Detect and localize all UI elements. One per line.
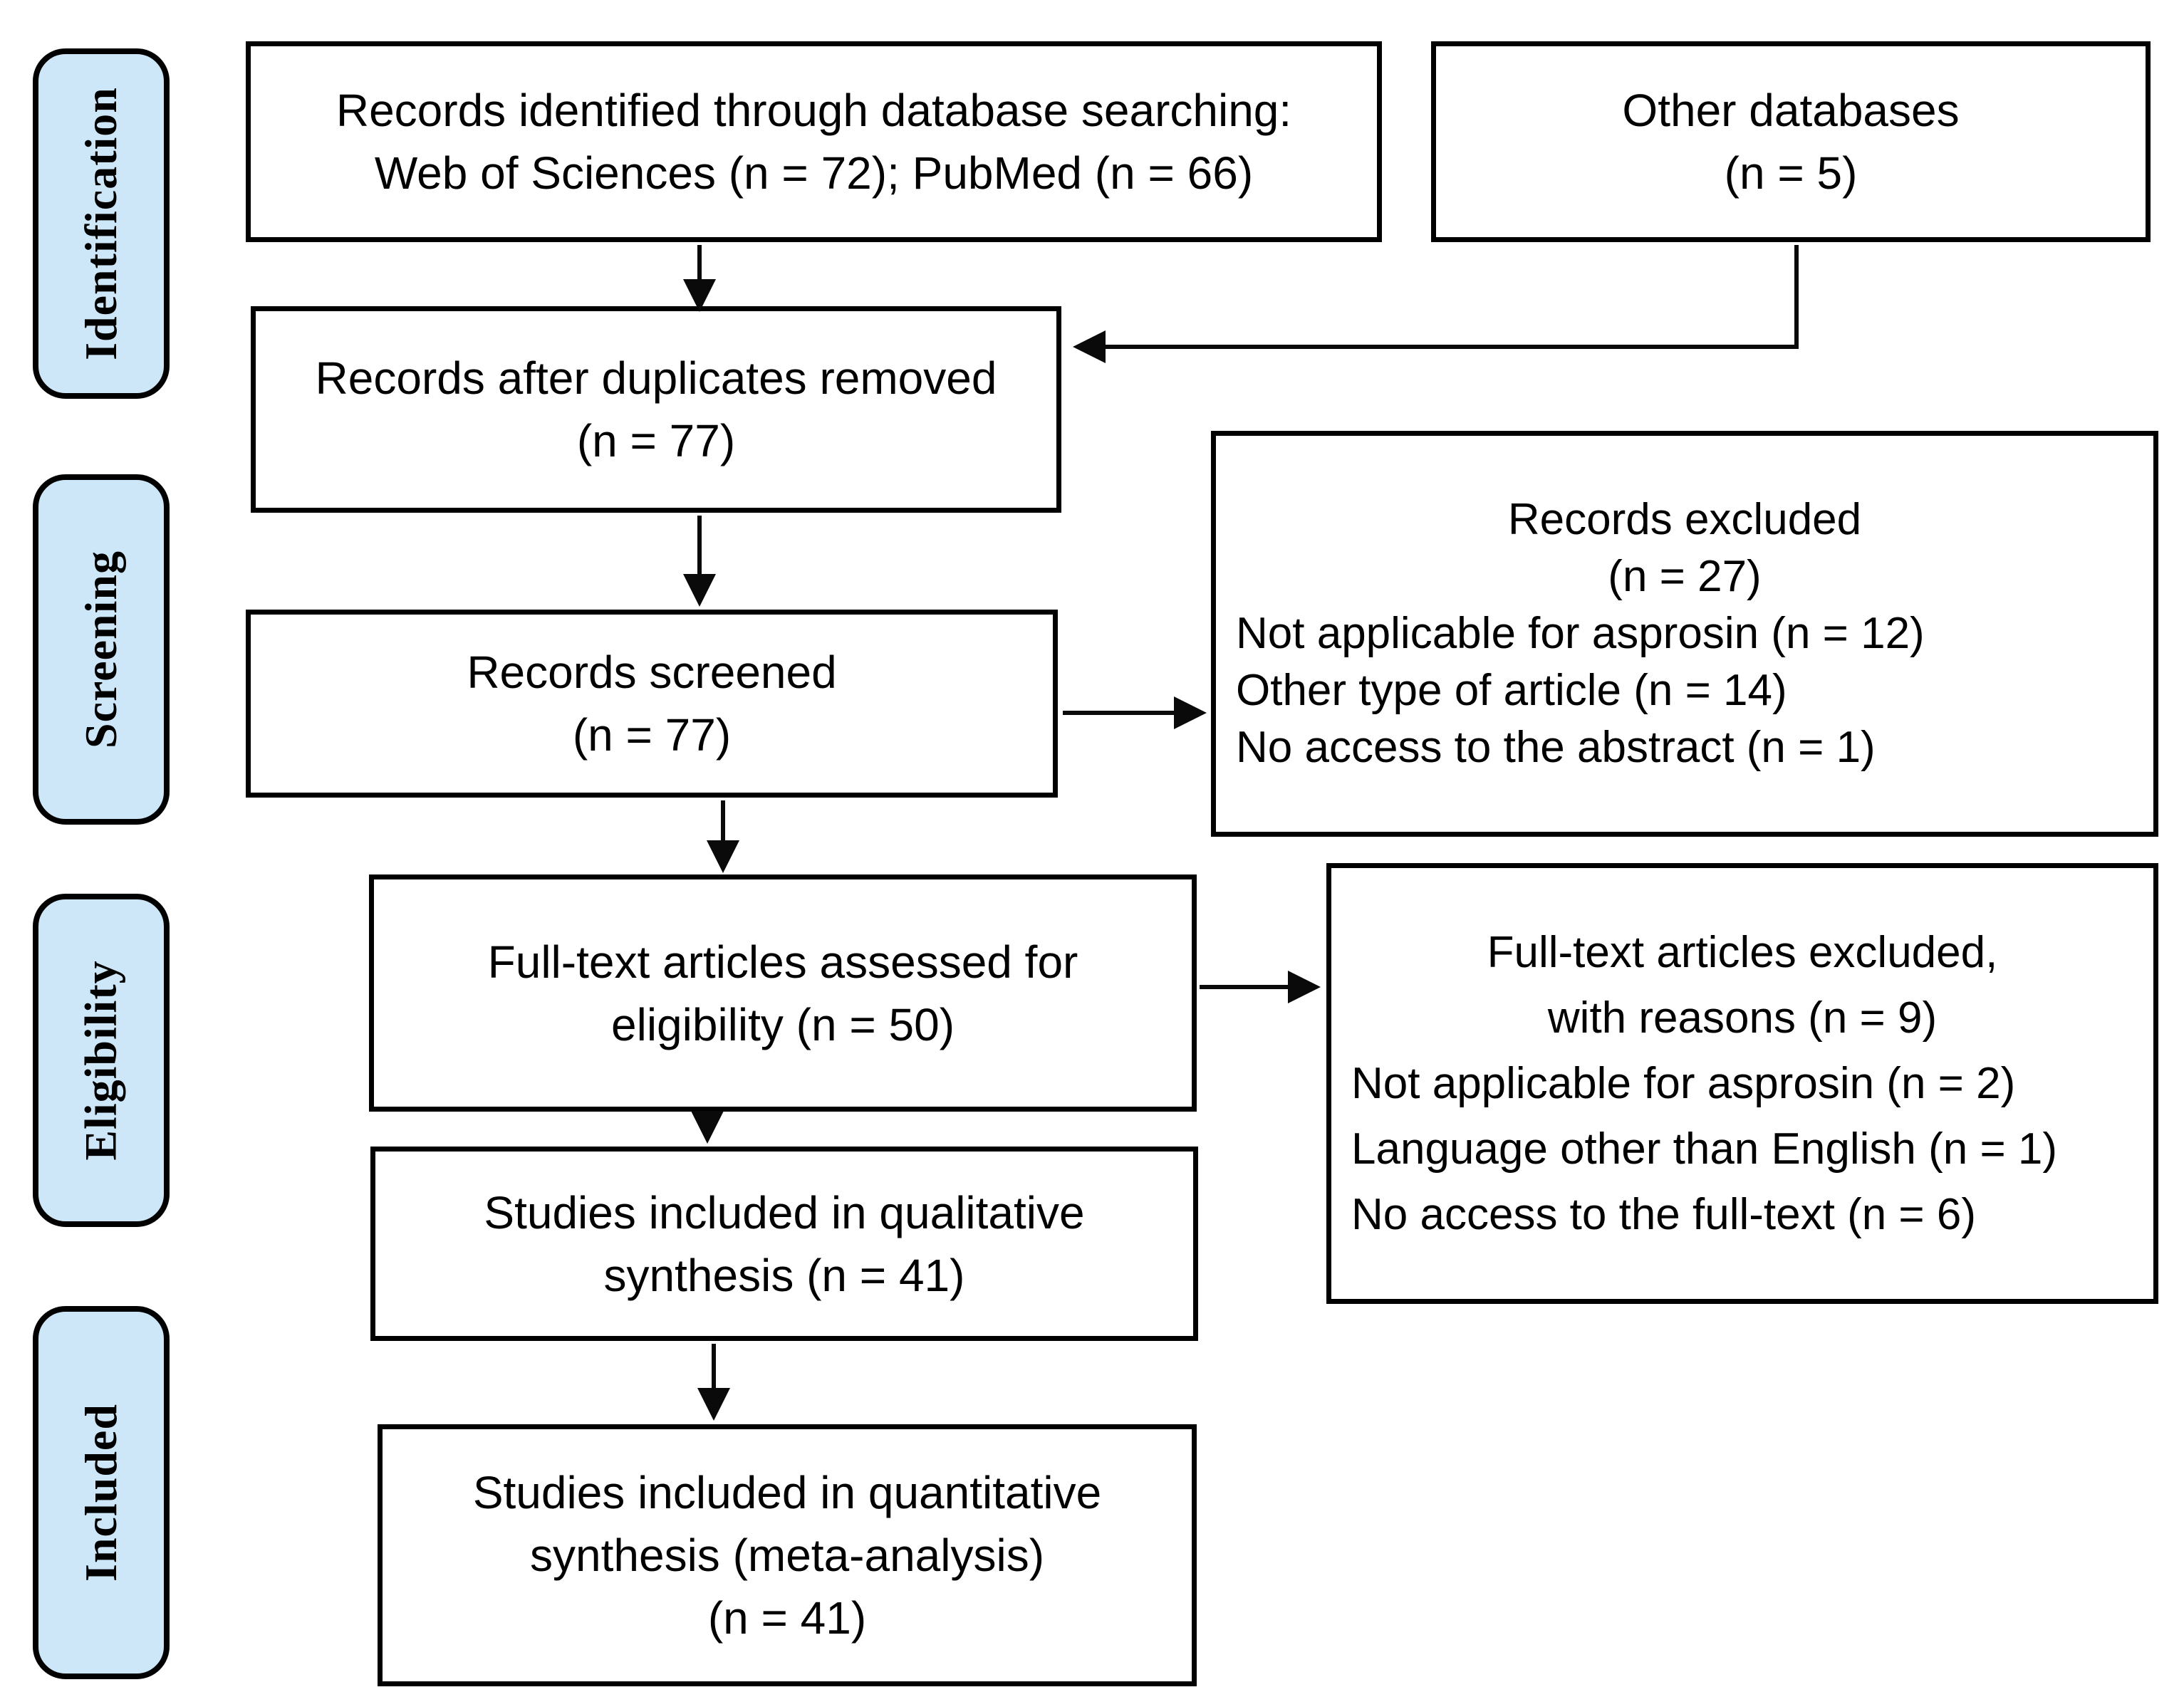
arrow-head-right-icon [1174, 696, 1207, 729]
box-quantitative-synthesis-line2: synthesis (meta-analysis) [530, 1530, 1044, 1581]
arrow-line [697, 245, 702, 282]
stage-label-eligibility-text: Eligibility [76, 960, 126, 1161]
arrow-line [712, 1344, 716, 1391]
box-after-duplicates: Records after duplicates removed (n = 77… [251, 306, 1061, 513]
box-fulltext-excluded: Full-text articles excluded, with reason… [1326, 863, 2158, 1304]
box-fulltext-excluded-reason3: No access to the full-text (n = 6) [1351, 1189, 1976, 1239]
box-records-excluded-title2: (n = 27) [1608, 552, 1762, 601]
box-fulltext-excluded-reason2: Language other than English (n = 1) [1351, 1124, 2058, 1174]
box-fulltext-assessed: Full-text articles assessed for eligibil… [369, 874, 1197, 1112]
box-records-excluded-reason1: Not applicable for asprosin (n = 12) [1236, 609, 1925, 658]
box-fulltext-excluded-title1: Full-text articles excluded, [1487, 927, 1998, 977]
stage-label-identification-text: Identification [76, 87, 126, 360]
box-records-identified-line1: Records identified through database sear… [336, 85, 1292, 136]
box-fulltext-assessed-line2: eligibility (n = 50) [611, 998, 955, 1050]
arrow-line [697, 516, 702, 577]
box-qualitative-synthesis: Studies included in qualitative synthesi… [370, 1147, 1198, 1341]
box-quantitative-synthesis: Studies included in quantitative synthes… [378, 1424, 1197, 1686]
box-records-excluded: Records excluded (n = 27) Not applicable… [1211, 431, 2158, 837]
arrow-line [1106, 345, 1799, 349]
box-records-screened-line1: Records screened [467, 647, 837, 698]
stage-label-included-text: Included [76, 1404, 126, 1582]
arrow-head-down-icon [697, 1388, 730, 1421]
box-quantitative-synthesis-line1: Studies included in quantitative [472, 1467, 1102, 1518]
box-records-screened: Records screened (n = 77) [246, 610, 1058, 798]
arrow-head-down-icon [707, 840, 739, 873]
box-after-duplicates-line2: (n = 77) [576, 415, 736, 466]
box-fulltext-excluded-title2: with reasons (n = 9) [1547, 993, 1938, 1043]
arrow-line [1794, 245, 1799, 349]
box-records-identified-line2: Web of Sciences (n = 72); PubMed (n = 66… [374, 147, 1254, 199]
box-records-excluded-reason2: Other type of article (n = 14) [1236, 666, 1787, 715]
box-records-excluded-reason3: No access to the abstract (n = 1) [1236, 723, 1876, 772]
box-fulltext-assessed-line1: Full-text articles assessed for [487, 936, 1078, 988]
box-other-databases: Other databases (n = 5) [1431, 41, 2151, 242]
box-quantitative-synthesis-line3: (n = 41) [707, 1592, 867, 1644]
box-other-databases-line1: Other databases [1622, 85, 1960, 136]
arrow-head-down-icon [683, 574, 716, 607]
arrow-head-right-icon [1288, 971, 1321, 1003]
arrow-head-down-icon [691, 1111, 724, 1144]
stage-label-eligibility: Eligibility [33, 894, 170, 1227]
arrow-line [1200, 985, 1291, 989]
box-qualitative-synthesis-line1: Studies included in qualitative [484, 1186, 1085, 1238]
box-other-databases-line2: (n = 5) [1724, 147, 1858, 199]
arrow-head-down-icon [683, 279, 716, 312]
stage-label-included: Included [33, 1306, 170, 1679]
stage-label-screening: Screening [33, 474, 170, 825]
box-records-identified: Records identified through database sear… [246, 41, 1382, 242]
arrow-line [721, 800, 725, 843]
box-records-screened-line2: (n = 77) [572, 709, 732, 761]
stage-label-screening-text: Screening [76, 550, 126, 749]
stage-label-identification: Identification [33, 48, 170, 399]
box-records-excluded-title1: Records excluded [1507, 495, 1862, 544]
box-fulltext-excluded-reason1: Not applicable for asprosin (n = 2) [1351, 1058, 2016, 1108]
arrow-head-left-icon [1073, 330, 1106, 363]
box-qualitative-synthesis-line2: synthesis (n = 41) [603, 1249, 965, 1301]
box-after-duplicates-line1: Records after duplicates removed [315, 353, 997, 404]
arrow-line [1063, 711, 1177, 715]
